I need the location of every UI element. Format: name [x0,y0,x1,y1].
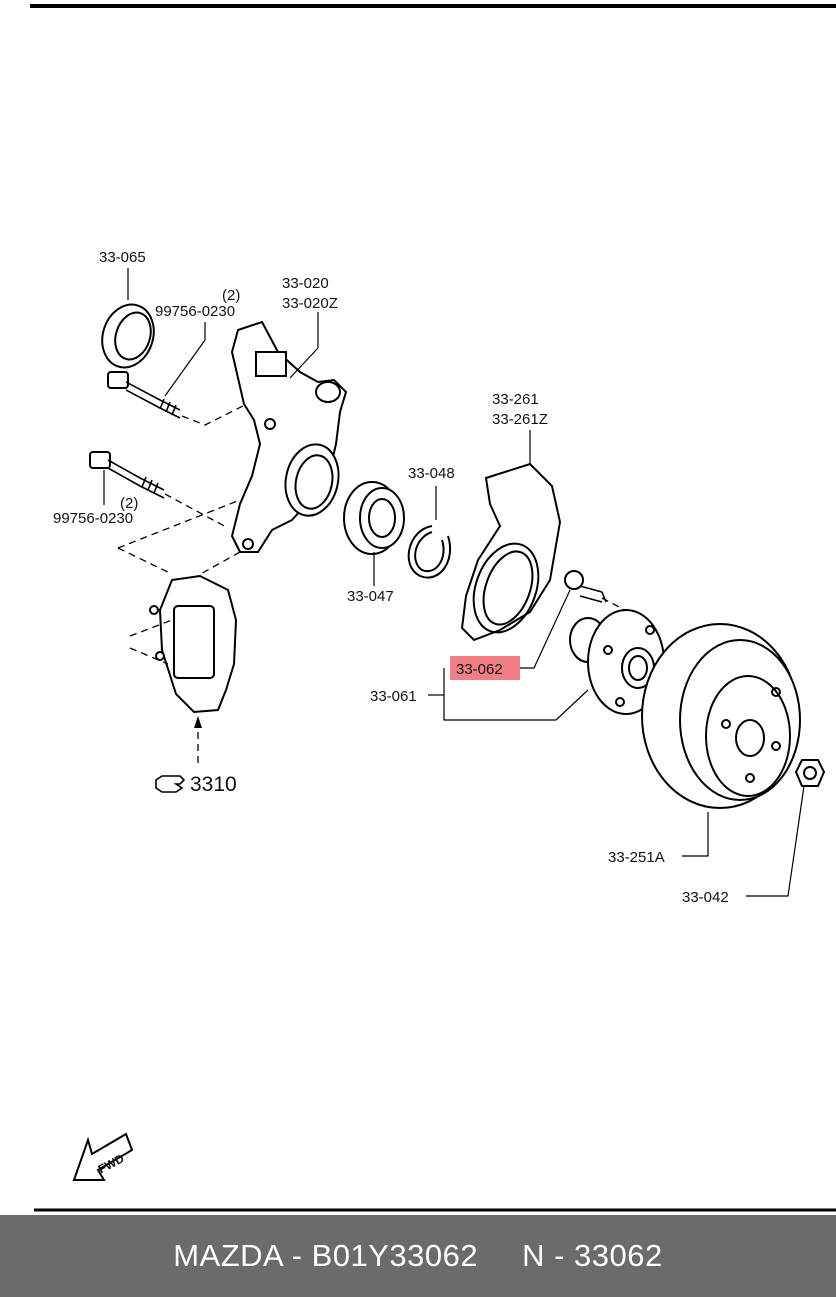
label-upper-bolt-qty: (2) [222,287,240,304]
label-33-020[interactable]: 33-020 [282,275,329,292]
dust-shield-part[interactable] [460,430,562,642]
label-33-065[interactable]: 33-065 [99,249,146,266]
label-33-042[interactable]: 33-042 [682,889,729,906]
lug-nut-part[interactable] [746,759,826,897]
label-33-048[interactable]: 33-048 [408,465,455,482]
hub-bolt-part[interactable] [516,570,626,669]
lower-bolt-part[interactable] [89,451,241,591]
label-33-020z[interactable]: 33-020Z [282,295,338,312]
exploded-parts-diagram: 33-065 (2) 99756-0230 33-020 33-020Z 33-… [30,4,836,1212]
footer-brand-part-number: MAZDA - B01Y33062 [173,1238,479,1273]
brake-caliper-part[interactable] [129,574,238,766]
label-33-061[interactable]: 33-061 [370,688,417,705]
label-lower-bolt-part-number[interactable]: 99756-0230 [53,510,133,527]
label-33-261z[interactable]: 33-261Z [492,411,548,428]
label-33-047[interactable]: 33-047 [347,588,394,605]
footer-n-number: N - 33062 [522,1238,663,1273]
label-33-251a[interactable]: 33-251A [608,849,665,866]
reference-hand-icon [155,775,186,793]
wheel-bearing-part[interactable] [343,481,405,586]
label-upper-bolt-part-number[interactable]: 99756-0230 [155,303,235,320]
upper-bolt-part[interactable] [107,322,246,426]
steering-knuckle-part[interactable] [230,312,348,553]
label-lower-bolt-qty: (2) [120,495,138,512]
label-33-062[interactable]: 33-062 [456,661,503,678]
snap-ring-part[interactable] [407,486,451,579]
fwd-arrow-icon [72,1132,134,1181]
footer-bar: MAZDA - B01Y33062 N - 33062 [0,1215,836,1297]
label-33-261[interactable]: 33-261 [492,391,539,408]
brake-disc-part[interactable] [641,623,801,857]
highlight-box [450,656,520,680]
label-3310[interactable]: 3310 [190,773,237,796]
oil-seal-part[interactable] [94,268,161,374]
